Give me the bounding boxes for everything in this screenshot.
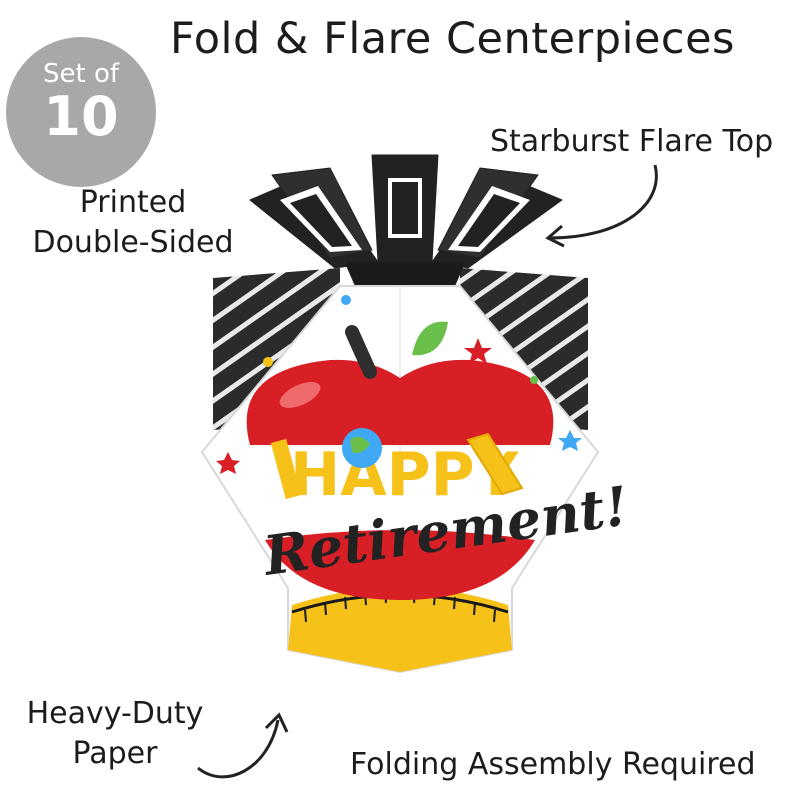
leaf-icon [412,321,448,356]
curved-arrow-icon [264,712,289,733]
badge-set-of: Set of [42,59,120,89]
curved-arrow-icon [549,164,658,240]
callout-printed-line1: Printed [79,185,187,220]
callout-starburst: Starburst Flare Top [490,124,774,159]
callout-paper: Heavy-Duty Paper [14,694,216,774]
product-title: Fold & Flare Centerpieces [170,14,735,64]
star-icon [558,430,582,451]
callout-printed: Printed Double-Sided [18,183,248,263]
curved-arrow-icon [197,719,280,779]
starburst-flare-top [249,154,563,286]
happy-lettering: HAPPY [270,428,524,510]
callout-folding: Folding Assembly Required [350,747,756,782]
star-icon [216,452,240,474]
callout-paper-line1: Heavy-Duty [26,696,204,731]
callout-paper-line2: Paper [72,736,158,771]
star-icon [464,338,492,364]
curved-arrow-icon [545,224,565,248]
pencil-icon [270,438,302,500]
apple-icon [246,325,554,600]
badge-count: 10 [43,85,119,148]
callout-printed-line2: Double-Sided [32,225,234,260]
ruler-icon [466,432,524,496]
ruler-icon [288,587,512,672]
set-count-badge: Set of 10 [6,37,156,187]
